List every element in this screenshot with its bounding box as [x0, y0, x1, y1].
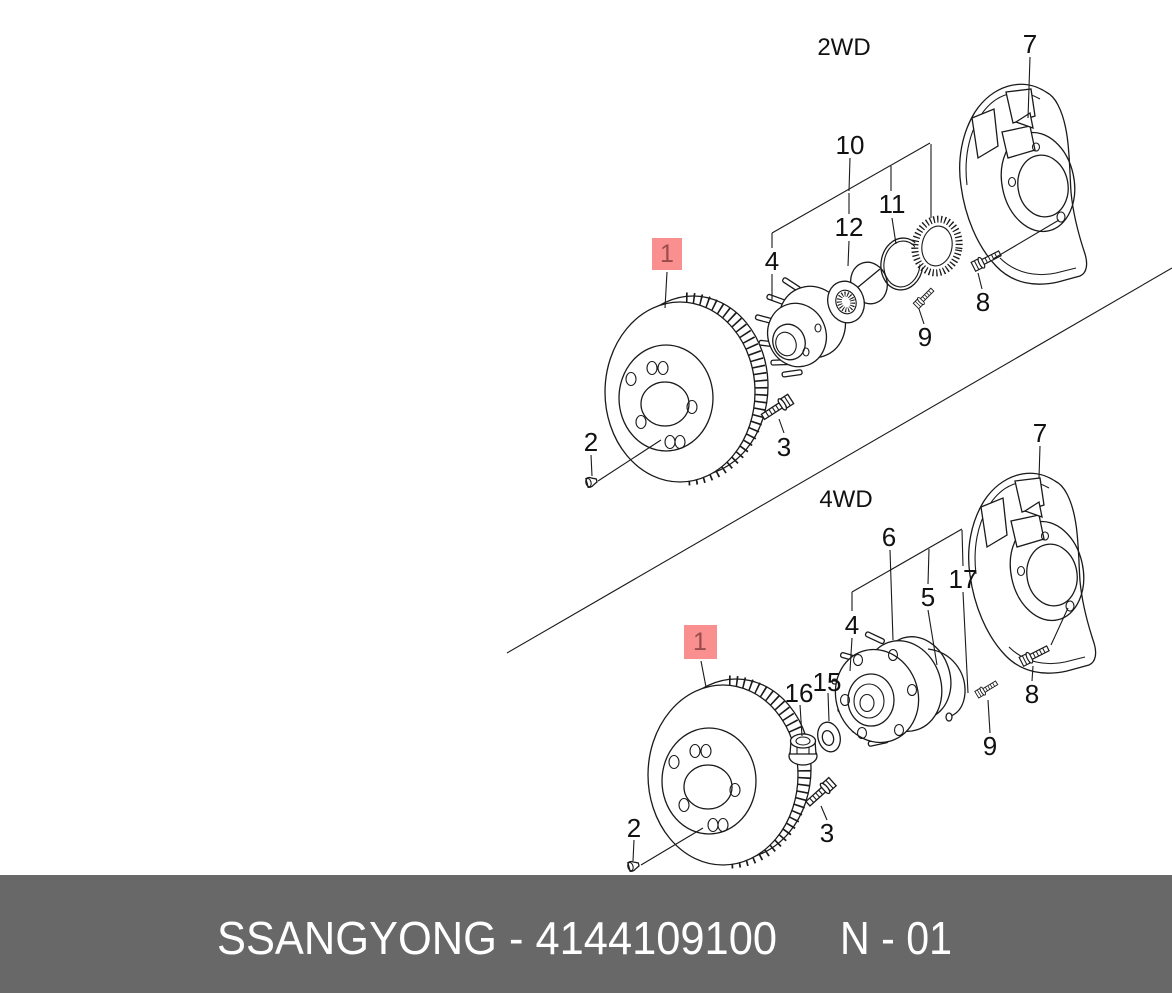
callout-5-4wd: 5 [921, 582, 935, 612]
callout-8-2wd: 8 [976, 287, 990, 317]
section-label-2wd: 2WD [817, 34, 870, 61]
callout-3-2wd: 3 [777, 432, 791, 462]
callout-9-4wd: 9 [983, 731, 997, 761]
abs-tone-ring-2wd [911, 215, 963, 277]
callout-4-4wd: 4 [845, 610, 859, 640]
highlight-box-2wd [652, 238, 682, 270]
callout-4-2wd: 4 [765, 246, 779, 276]
callout-8-4wd: 8 [1025, 679, 1039, 709]
footer-page-code-text: N - 01 [840, 912, 952, 964]
leader-lines-4wd [632, 445, 1069, 866]
callout-9-2wd: 9 [918, 322, 932, 352]
footer-part-number-text: SSANGYONG - 4144109100 [217, 912, 777, 964]
callout-2-4wd: 2 [627, 813, 641, 843]
callout-2-2wd: 2 [584, 427, 598, 457]
highlight-box-4wd [684, 625, 717, 659]
callout-10-2wd: 10 [836, 130, 865, 160]
washer-4wd [817, 721, 841, 753]
section-label-4wd: 4WD [819, 486, 872, 513]
section-2wd: 2WD [584, 29, 1088, 489]
callout-17-4wd: 17 [949, 564, 978, 594]
wheel-bearing-2wd [827, 261, 888, 324]
hub-bearing-assembly-4wd [831, 630, 966, 748]
leader-lines-2wd [590, 56, 1060, 482]
callout-1-2wd: 1 [660, 240, 674, 268]
callout-3-4wd: 3 [820, 818, 834, 848]
callout-12-2wd: 12 [835, 212, 864, 242]
section-divider-line [506, 267, 1172, 654]
highlight-callout-1-4wd: 1 [684, 625, 717, 659]
callout-7-2wd: 7 [1023, 29, 1037, 59]
callout-7-4wd: 7 [1033, 418, 1047, 448]
abs-sensor-wire-4wd [927, 648, 966, 717]
callout-16-4wd: 16 [785, 678, 814, 708]
callout-15-4wd: 15 [813, 667, 842, 697]
hub-nut-4wd [788, 733, 818, 766]
section-4wd: 4WD [626, 418, 1097, 873]
callout-1-4wd: 1 [693, 628, 707, 656]
callout-11-2wd: 11 [879, 189, 906, 219]
callout-6-4wd: 6 [882, 522, 896, 552]
highlight-callout-1-2wd: 1 [652, 238, 682, 270]
footer-bar: SSANGYONG - 4144109100 N - 01 [0, 875, 1172, 993]
footer-background [0, 875, 1172, 993]
